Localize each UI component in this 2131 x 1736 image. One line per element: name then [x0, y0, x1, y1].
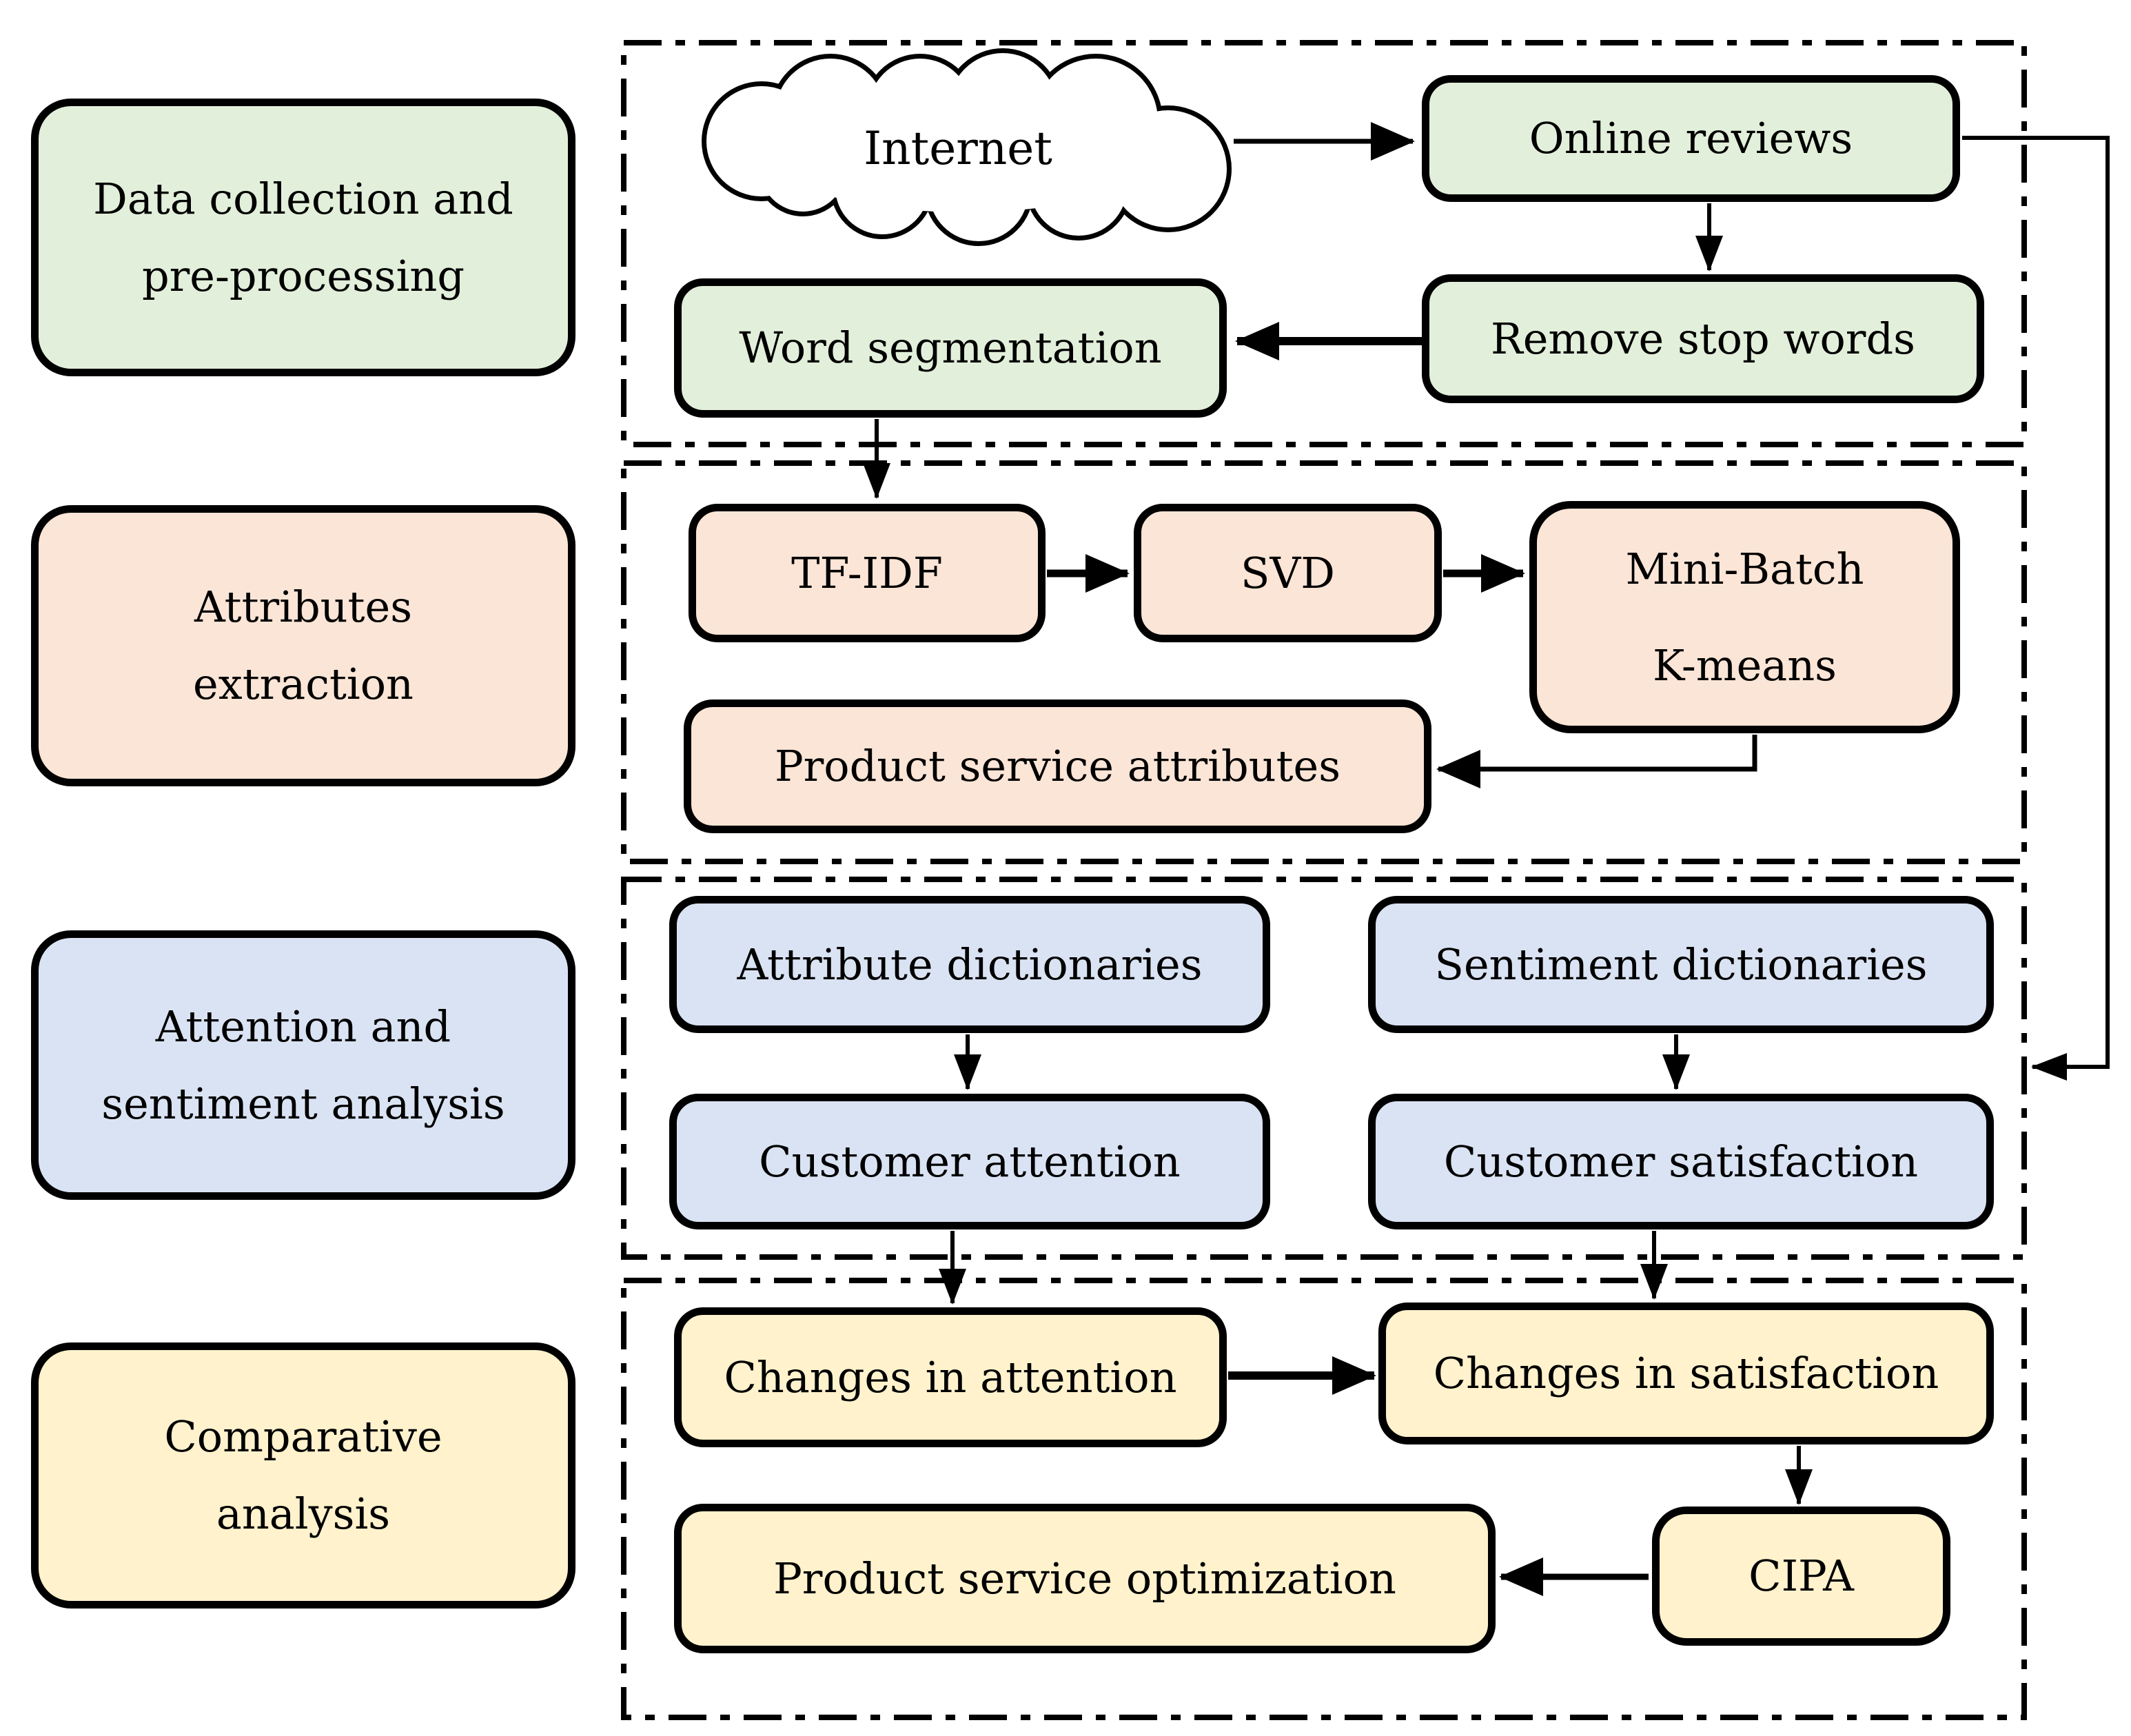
node-cipa: CIPA	[1652, 1507, 1950, 1646]
node-changes-in-satisfaction: Changes in satisfaction	[1378, 1303, 1994, 1444]
stage-label-attention-sentiment: Attention and sentiment analysis	[31, 930, 575, 1200]
stage-label-line: pre-processing	[141, 250, 465, 301]
node-text: Product service attributes	[774, 741, 1341, 792]
internet-text: Internet	[864, 121, 1052, 175]
stage-label-line: sentiment analysis	[101, 1078, 505, 1129]
node-text: TF-IDF	[791, 547, 943, 598]
node-tf-idf: TF-IDF	[689, 504, 1046, 642]
stage-label-comparative-analysis: Comparative analysis	[31, 1342, 575, 1609]
node-customer-satisfaction: Customer satisfaction	[1368, 1094, 1994, 1229]
node-mini-batch-k-means: Mini-Batch K-means	[1529, 501, 1960, 733]
stage-label-line: Attributes	[194, 582, 413, 633]
node-text: Product service optimization	[773, 1553, 1396, 1604]
stage-label-line: Data collection and	[93, 173, 513, 224]
node-svd: SVD	[1134, 504, 1442, 642]
node-text: Customer satisfaction	[1443, 1136, 1919, 1187]
node-word-segmentation: Word segmentation	[674, 278, 1227, 418]
internet-cloud-label: Internet	[731, 83, 1185, 214]
stage3-frame	[621, 877, 2027, 1260]
node-attribute-dictionaries: Attribute dictionaries	[669, 896, 1270, 1033]
node-product-service-attributes: Product service attributes	[684, 699, 1431, 833]
stage-label-line: analysis	[216, 1489, 391, 1539]
node-text: Attribute dictionaries	[737, 939, 1203, 990]
node-online-reviews: Online reviews	[1422, 75, 1960, 202]
arrow-mini-batch-to-product-service-attributes	[1436, 735, 1757, 788]
stage-label-attributes-extraction: Attributes extraction	[31, 505, 575, 786]
stage2-frame	[621, 460, 2027, 864]
stage-label-line: Comparative	[164, 1411, 442, 1462]
node-text: Sentiment dictionaries	[1434, 939, 1928, 990]
stage-label-data-collection: Data collection and pre-processing	[31, 99, 575, 376]
node-remove-stop-words: Remove stop words	[1422, 274, 1984, 403]
node-text: Changes in satisfaction	[1433, 1348, 1939, 1399]
node-text: Customer attention	[759, 1136, 1181, 1187]
node-text: Mini-Batch	[1625, 544, 1864, 594]
node-text: SVD	[1241, 547, 1335, 598]
node-text: Word segmentation	[739, 323, 1162, 374]
stage4-frame	[621, 1278, 2027, 1720]
node-text: Online reviews	[1529, 113, 1853, 164]
node-text: Changes in attention	[724, 1351, 1177, 1402]
node-text: K-means	[1653, 640, 1837, 691]
node-changes-in-attention: Changes in attention	[674, 1307, 1227, 1447]
node-text: CIPA	[1748, 1551, 1854, 1602]
connector-online-reviews-to-stage3	[1962, 136, 2110, 1081]
stage1-frame	[621, 40, 2027, 447]
node-text: Remove stop words	[1491, 313, 1915, 364]
stage-label-line: extraction	[193, 659, 414, 709]
node-customer-attention: Customer attention	[669, 1094, 1270, 1229]
node-sentiment-dictionaries: Sentiment dictionaries	[1368, 896, 1994, 1033]
internet-cloud-icon	[702, 48, 1232, 246]
node-product-service-optimization: Product service optimization	[674, 1504, 1496, 1653]
stage-label-line: Attention and	[155, 1001, 451, 1052]
